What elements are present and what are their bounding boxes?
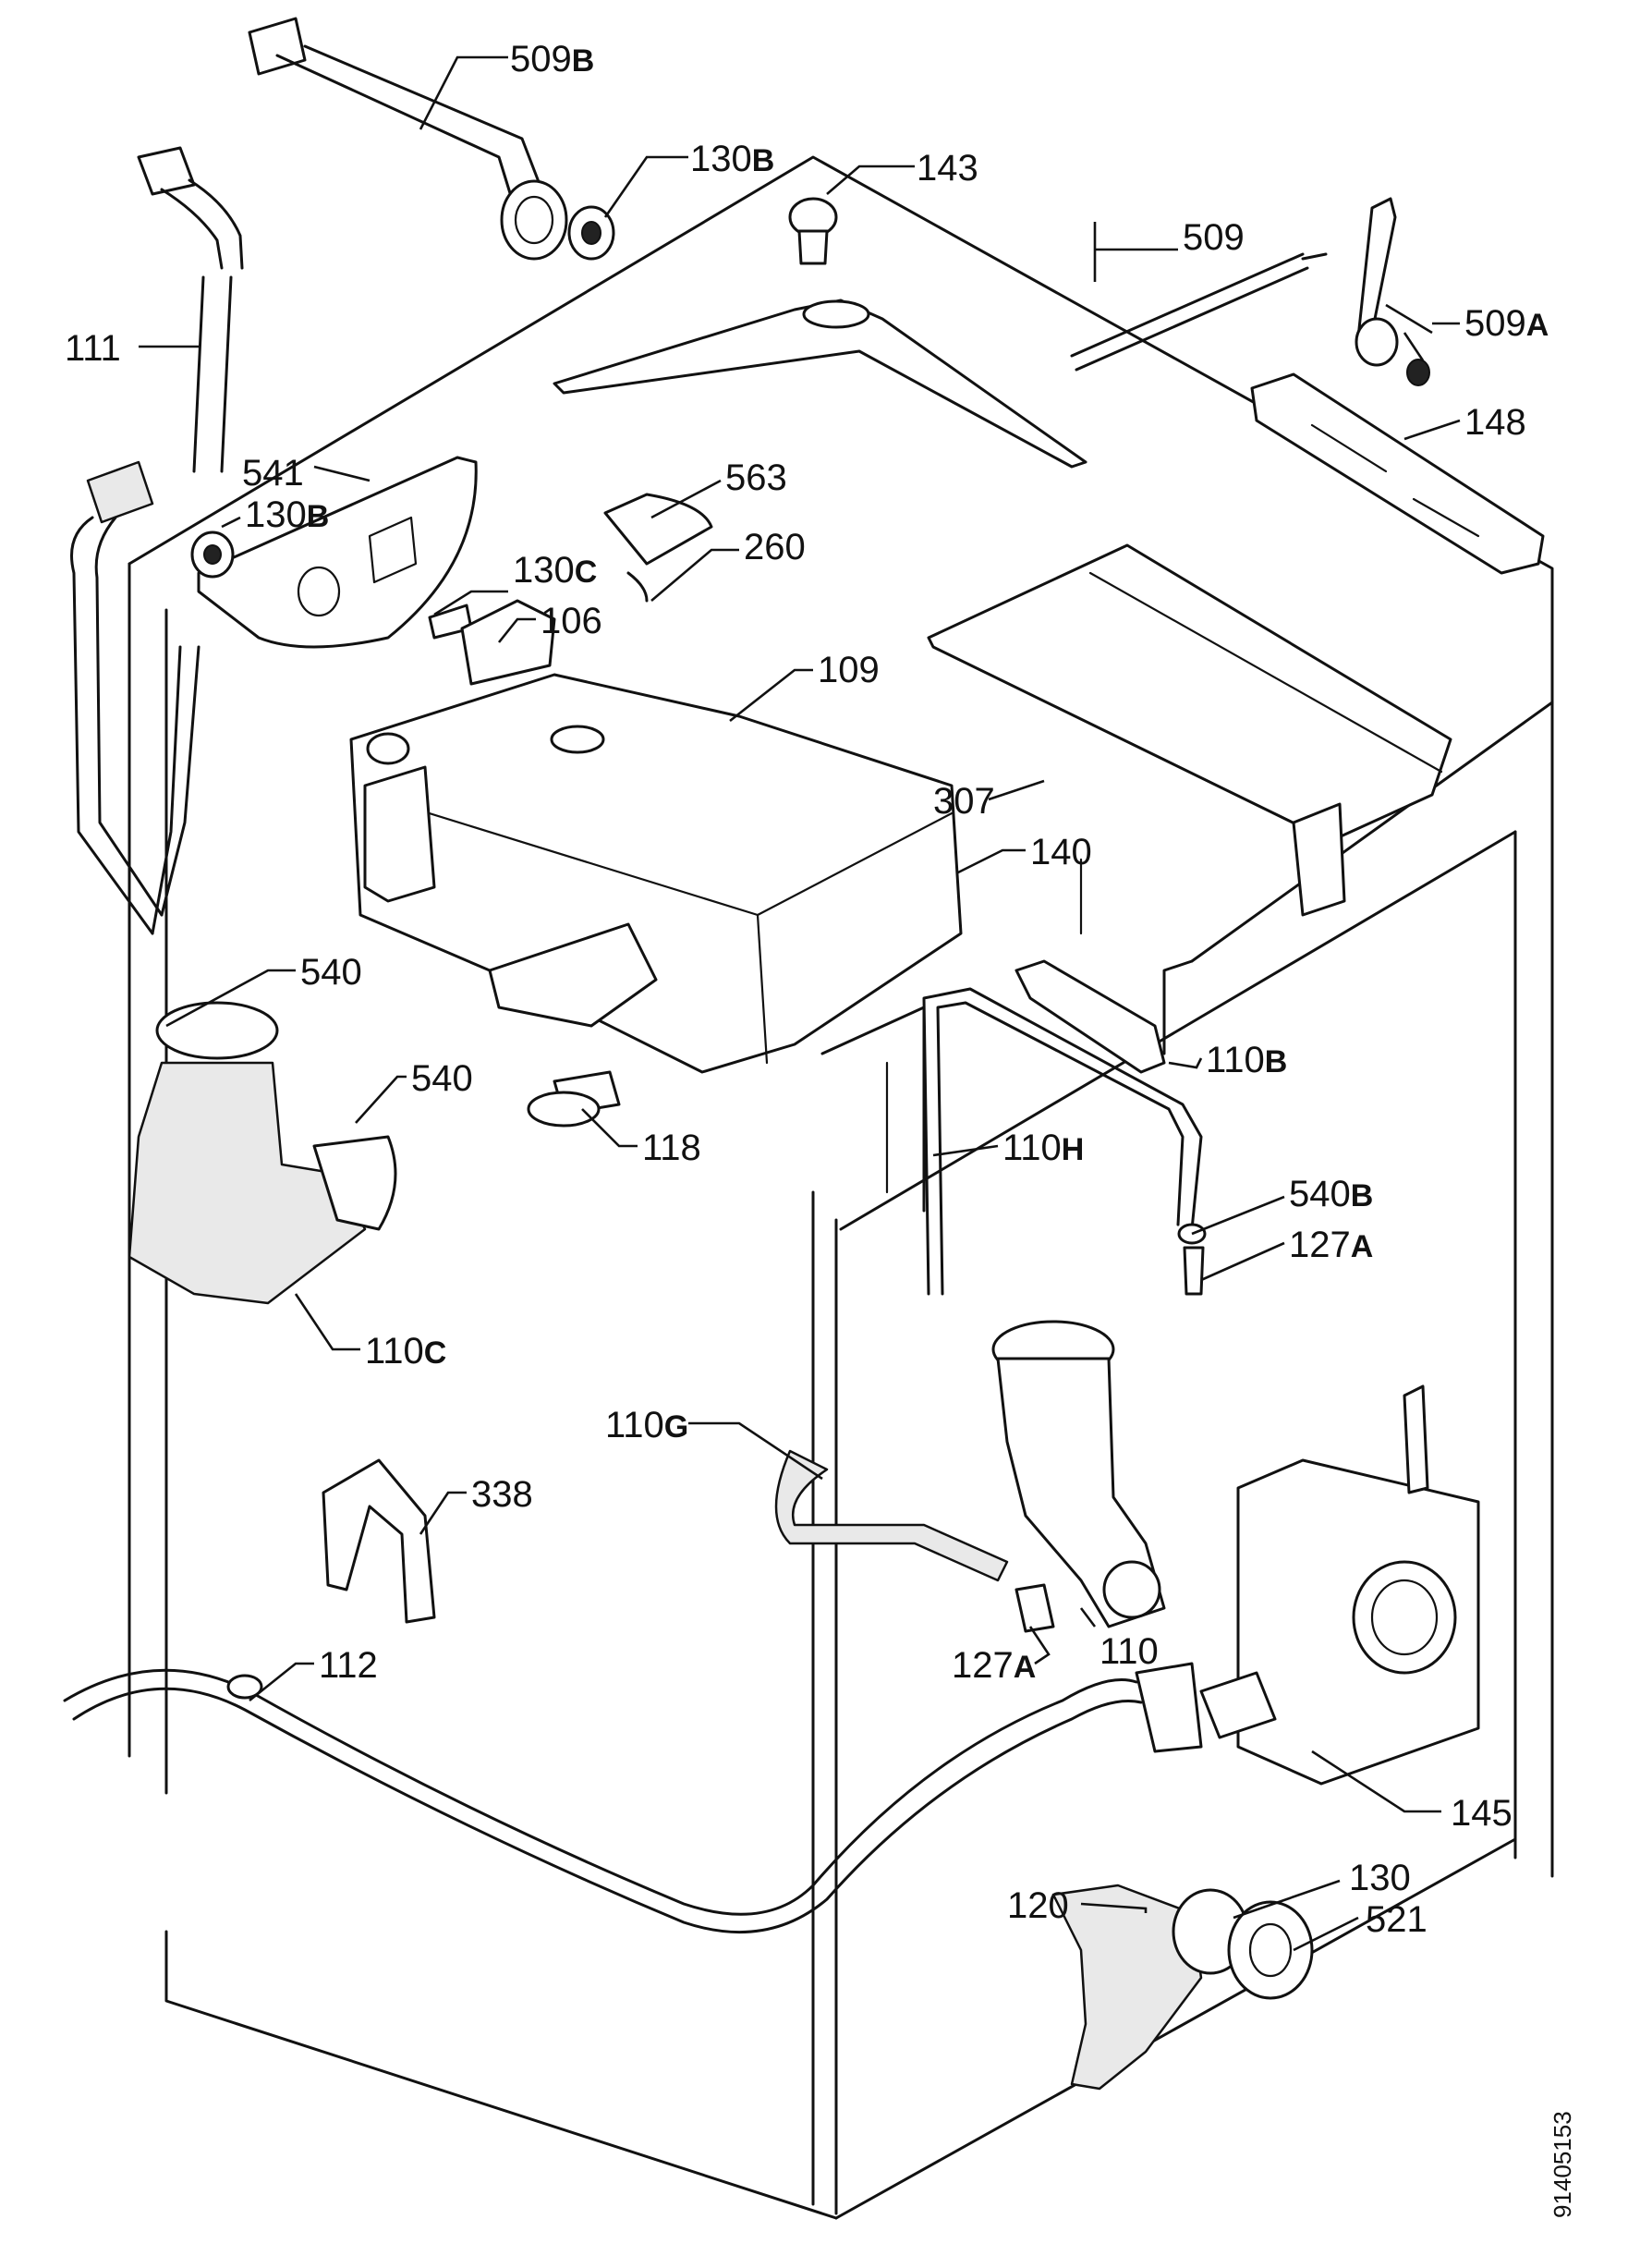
hose-110h — [922, 959, 1207, 1296]
label-110: 110 — [1100, 1631, 1159, 1672]
label-110g: 110G — [605, 1405, 688, 1445]
dispenser-drawer-307 — [927, 543, 1452, 917]
label-509a: 509A — [1464, 303, 1549, 344]
label-145: 145 — [1451, 1793, 1513, 1834]
label-521: 521 — [1366, 1899, 1428, 1940]
filter-120 — [1051, 1884, 1314, 2091]
drain-hose-112 — [63, 1662, 1203, 1934]
lever-509a — [1355, 197, 1430, 386]
bellows-110c — [128, 1001, 397, 1305]
label-338: 338 — [471, 1474, 533, 1515]
label-541: 541 — [242, 453, 304, 494]
label-130b-mid: 130B — [245, 494, 329, 535]
label-140: 140 — [1030, 832, 1092, 872]
label-127a-mid: 127A — [952, 1645, 1036, 1686]
lever-bracket-509 — [553, 252, 1328, 469]
label-130b-top: 130B — [690, 139, 774, 179]
inlet-hose-111 — [70, 146, 244, 935]
label-563: 563 — [725, 457, 787, 498]
label-127a-right: 127A — [1289, 1225, 1373, 1265]
label-120: 120 — [1007, 1885, 1069, 1926]
label-118: 118 — [642, 1128, 701, 1168]
knob-143 — [788, 197, 838, 265]
part-118 — [527, 1091, 601, 1128]
document-number: 91405153 — [1549, 2111, 1576, 2218]
part-labels: 509B 130B 143 509 509A 111 148 541 130B … — [65, 39, 1549, 1940]
label-148: 148 — [1464, 402, 1526, 443]
label-130c: 130C — [513, 550, 597, 591]
label-110h: 110H — [1002, 1128, 1084, 1168]
detergent-housing-109 — [349, 673, 963, 1116]
label-109: 109 — [818, 650, 880, 690]
label-540-b: 540 — [411, 1058, 473, 1099]
pump-145 — [1199, 1384, 1480, 1786]
label-540b: 540B — [1289, 1174, 1373, 1214]
label-111: 111 — [65, 328, 121, 369]
handle-148 — [1250, 372, 1545, 575]
label-130: 130 — [1349, 1858, 1411, 1898]
label-110c: 110C — [365, 1331, 446, 1372]
bellows-110 — [991, 1320, 1166, 1628]
label-112: 112 — [319, 1645, 378, 1686]
hose-110g — [774, 1449, 1055, 1633]
panel-541 — [190, 456, 478, 649]
label-509: 509 — [1183, 217, 1245, 258]
label-110b: 110B — [1206, 1040, 1287, 1080]
label-509b: 509B — [510, 39, 594, 79]
label-307: 307 — [933, 781, 995, 822]
inlet-pipe-509b — [248, 17, 615, 261]
label-540-a: 540 — [300, 952, 362, 993]
leader-lines — [139, 55, 1461, 1952]
clip-338 — [322, 1458, 436, 1624]
label-106: 106 — [541, 601, 602, 641]
parts-563-260-130c-106 — [428, 493, 713, 686]
label-260: 260 — [744, 527, 806, 567]
label-143: 143 — [917, 148, 978, 189]
